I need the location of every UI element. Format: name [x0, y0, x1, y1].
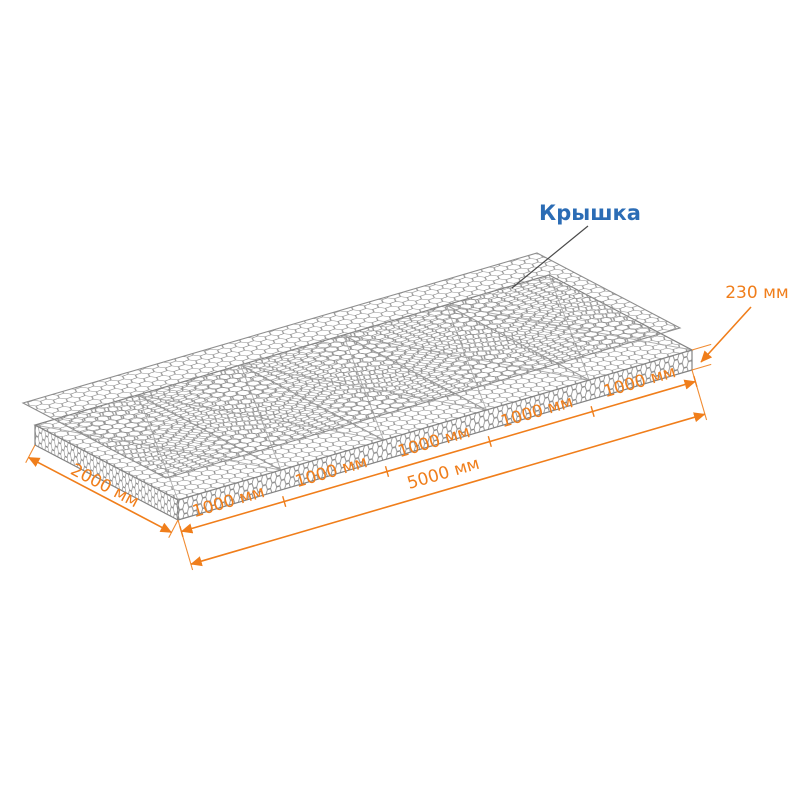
lid-callout: Крышка	[511, 201, 641, 289]
lid-label: Крышка	[539, 201, 641, 225]
lid-leader-line	[511, 225, 589, 289]
total-dimension-line	[190, 412, 706, 567]
width-dimension-line	[27, 456, 173, 534]
lid-outline	[21, 252, 682, 479]
height-dimension-leader	[700, 306, 752, 363]
height-label: 230 мм	[725, 283, 789, 303]
